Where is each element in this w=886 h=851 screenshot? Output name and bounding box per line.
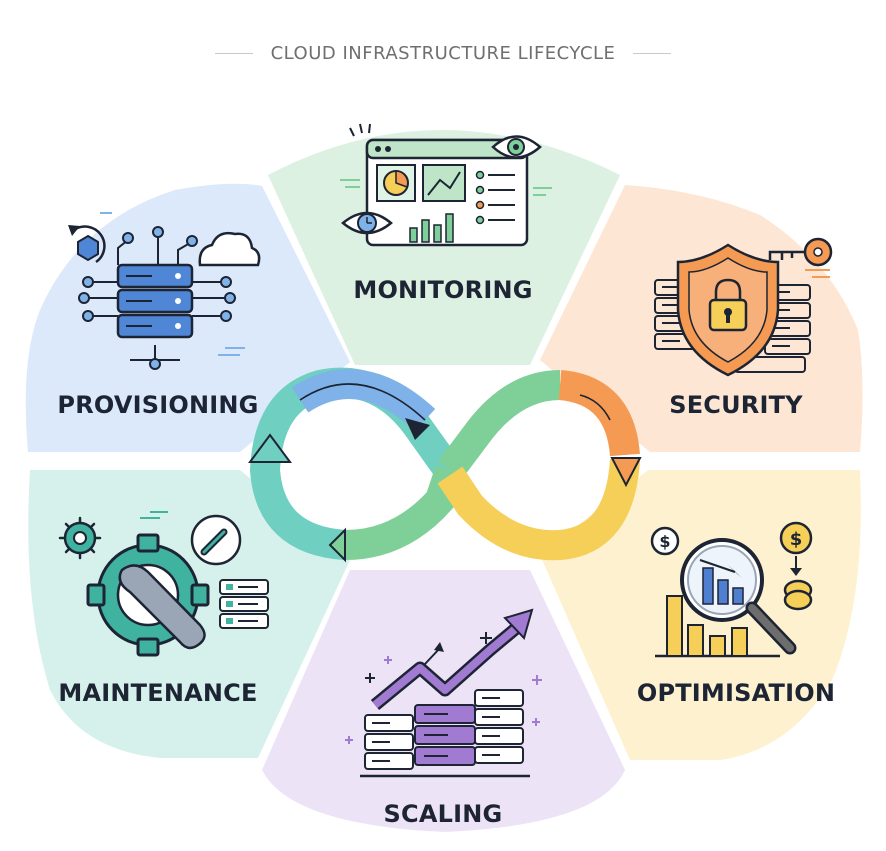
title-bar: CLOUD INFRASTRUCTURE LIFECYCLE [0, 38, 886, 68]
sector-scaling [262, 570, 625, 832]
infinity-loop-icon [248, 367, 642, 563]
label-scaling: SCALING [383, 800, 503, 828]
dashboard-eye-icon [340, 123, 552, 247]
label-optimisation: OPTIMISATION [636, 679, 836, 707]
label-maintenance: MAINTENANCE [58, 679, 258, 707]
sector-monitoring [268, 130, 620, 365]
svg-text:$: $ [659, 532, 670, 551]
label-monitoring: MONITORING [353, 276, 533, 304]
label-security: SECURITY [669, 391, 803, 419]
label-provisioning: PROVISIONING [57, 391, 259, 419]
magnifier-chart-icon: $ $ [650, 521, 813, 658]
page-title: CLOUD INFRASTRUCTURE LIFECYCLE [270, 42, 616, 64]
server-network-icon [68, 212, 261, 370]
gear-wrench-icon [58, 511, 269, 657]
title-rule-right [633, 52, 672, 54]
growth-servers-icon [345, 608, 542, 778]
shield-lock-icon [654, 237, 833, 377]
svg-text:$: $ [790, 529, 803, 550]
title-rule-left [214, 52, 253, 54]
